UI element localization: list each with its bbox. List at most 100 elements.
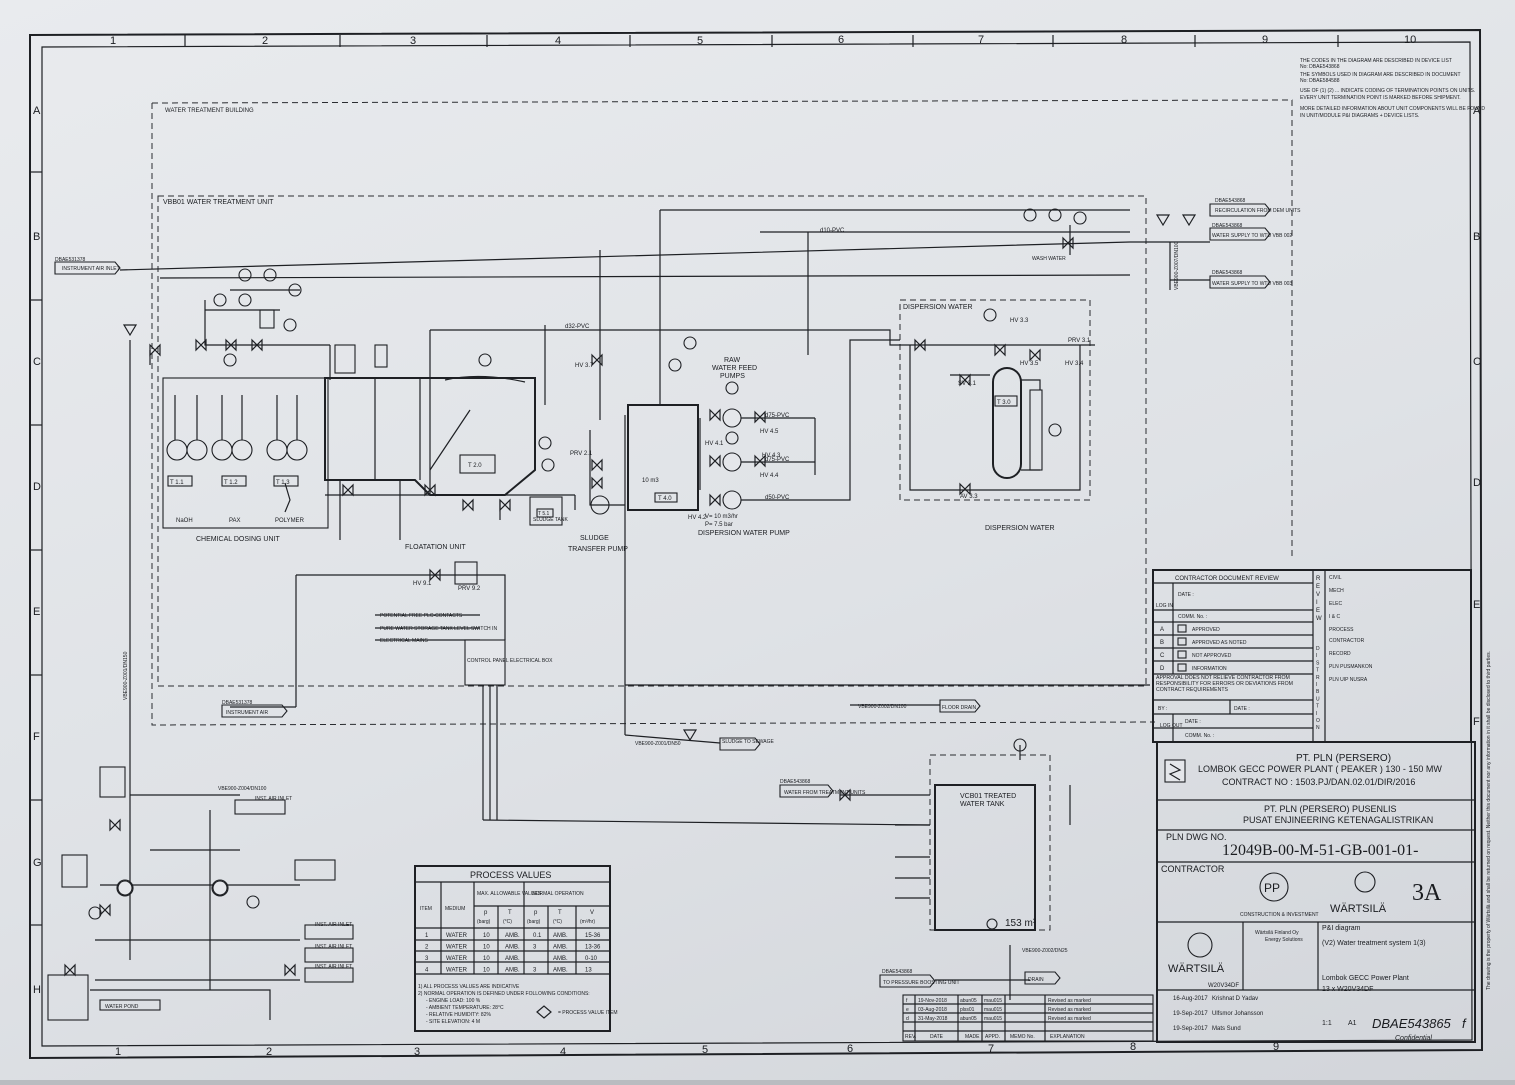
grid-row: A [1473, 105, 1481, 117]
tank-volume: 10 m3 [642, 478, 659, 484]
distribution-vertical-letter: R [1316, 675, 1320, 681]
review-option: INFORMATION [1192, 666, 1227, 672]
valve-tag: HV 9.1 [413, 581, 432, 587]
building-boundary [151, 99, 1293, 560]
revision-header: APPD. [985, 1034, 1000, 1040]
table-unit: (m³/hr) [580, 919, 595, 925]
valve-tag: PRV 9.2 [458, 586, 481, 592]
grid-col: 4 [560, 1046, 566, 1058]
review-label: COMM. No. : [1178, 614, 1207, 620]
document-revision: f [1462, 1016, 1467, 1031]
revision-cell: e [906, 1007, 909, 1013]
table-title: PROCESS VALUES [470, 870, 551, 880]
revision-cell: Revised as marked [1048, 998, 1091, 1004]
revision-cell: abun05 [960, 998, 977, 1004]
note-text: THE CODES IN THE DIAGRAM ARE DESCRIBED I… [1300, 58, 1452, 64]
water-pond-label: WATER POND [105, 1004, 139, 1010]
grid-col: 2 [266, 1046, 272, 1058]
dispersion-water: T 3.0 SV 3.1 AV 3.3 HV 3.3 HV 3.4 HV 3.5… [909, 318, 1091, 532]
table-unit: (°C) [503, 919, 512, 925]
table-cell: 3 [533, 945, 537, 951]
table-note: - RELATIVE HUMIDITY: 82% [426, 1012, 491, 1018]
tag-label: T 4.0 [658, 496, 672, 502]
table-note: 2) NORMAL OPERATION IS DEFINED UNDER FOL… [418, 991, 590, 997]
table-cell: 3 [425, 956, 429, 962]
connector-label: WATER SUPPLY TO WTU VBB 002 [1212, 233, 1292, 239]
distribution-vertical-letter: I [1316, 682, 1317, 688]
tag-label: T 1.1 [170, 480, 184, 486]
review-option: NOT APPROVED [1192, 653, 1232, 659]
revision-cell: 31-May-2018 [918, 1016, 948, 1022]
review-label: DATE : [1185, 719, 1201, 725]
review-vertical-letter: E [1316, 608, 1320, 614]
connector-label: FLOOR DRAIN [942, 705, 977, 711]
dispersion-pump-label: DISPERSION WATER PUMP [698, 530, 790, 537]
distribution-vertical-letter: B [1316, 689, 1320, 695]
grid-col: 3 [414, 1046, 420, 1058]
discipline-item: MECH [1329, 588, 1344, 594]
distribution-vertical-letter: T [1316, 704, 1319, 710]
valve-tag: SV 3.1 [958, 381, 977, 387]
distribution-vertical-letter: D [1316, 646, 1320, 652]
table-cell: 13 [585, 968, 592, 974]
dispersion-area-label: DISPERSION WATER [903, 304, 973, 311]
tank-volume: 153 m³ [1005, 918, 1037, 929]
table-cell: 13-36 [585, 945, 601, 951]
wartsila-logo-icon [1354, 871, 1376, 893]
connector-label: INSTRUMENT AIR INLET [62, 266, 120, 272]
valves [64, 236, 1074, 977]
revision-cell: 03-Aug-2018 [918, 1007, 947, 1013]
review-code: A [1160, 627, 1164, 633]
review-vertical: REVIEW [1316, 576, 1322, 622]
made-date: 16-Aug-2017 [1173, 996, 1208, 1002]
table-cell: 10 [483, 933, 490, 939]
connector-label: INST. AIR INLET [255, 796, 292, 802]
review-vertical-letter: V [1316, 592, 1320, 598]
discipline-item: I & C [1329, 614, 1341, 620]
distribution-vertical-letter: N [1316, 725, 1320, 731]
valve-tag: HV 3.7 [575, 363, 594, 369]
sheet-border [29, 28, 1484, 1060]
connector-label: INST. AIR INLET [315, 964, 352, 970]
review-title: CONTRACTOR DOCUMENT REVIEW [1175, 576, 1279, 582]
table-legend: = PROCESS VALUE ITEM [558, 1010, 618, 1016]
connector-label: INSTRUMENT AIR [226, 710, 269, 716]
copyright-note: The drawing is the property of Wärtsilä … [1486, 651, 1492, 990]
title-block: PT. PLN (PERSERO) LOMBOK GECC POWER PLAN… [905, 651, 1492, 1043]
distribution-item: RECORD [1329, 651, 1351, 657]
connector-label: TO PRESSURE BOOSTING UNIT [883, 980, 960, 986]
raw-water-area: 10 m3 T 4.0 RAW WATER FEED PUMPS d75-PVC… [627, 357, 790, 537]
table-unit: (°C) [553, 919, 562, 925]
area-boundaries: WATER TREATMENT BUILDING VBB01 WATER TRE… [151, 99, 1293, 931]
pipe-labels: d10-PVC d32-PVC VBE900-Z002/DN100 VBE900… [123, 228, 1180, 954]
pp-logo-icon [1259, 872, 1289, 902]
grid-row: E [33, 606, 40, 618]
revision-header: REV. [905, 1034, 916, 1040]
pusat: PUSAT ENJINEERING KETENAGALISTRIKAN [1243, 815, 1433, 825]
chemical-dosing-label: CHEMICAL DOSING UNIT [196, 536, 280, 543]
dwg-no: 12049B-00-M-51-GB-001-01- [1222, 842, 1418, 859]
off-page-connectors: DBAE531378 INSTRUMENT AIR INLET DBAE5313… [54, 198, 1301, 1011]
revision-cell: mau015 [984, 1007, 1002, 1013]
connector-label: INST. AIR INLET [315, 944, 352, 950]
flotation-label: FLOATATION UNIT [405, 544, 466, 551]
revision-header: MADE [965, 1034, 980, 1040]
sludge-pump-label: TRANSFER PUMP [568, 546, 628, 553]
building-boundary-left [151, 103, 1156, 726]
review-code: C [1160, 653, 1165, 659]
plant-units: 13 x W20V34DF [1322, 986, 1373, 993]
project-name: LOMBOK GECC POWER PLANT ( PEAKER ) 130 -… [1198, 764, 1442, 774]
handwritten-mark: 3A [1412, 880, 1442, 906]
owner-name: PT. PLN (PERSERO) [1296, 753, 1391, 764]
pipe-label: d75-PVC [765, 413, 790, 419]
table-cell: WATER [446, 933, 468, 939]
grid-col: 4 [555, 35, 561, 47]
review-vertical-letter: R [1316, 576, 1321, 582]
revision-cell: plss01 [960, 1007, 975, 1013]
checked-date: 19-Sep-2017 [1173, 1011, 1208, 1017]
company-name: Wärtsilä Finland Oy [1255, 930, 1299, 936]
pipe-label: VBE900-Z002/DN25 [1022, 948, 1068, 954]
